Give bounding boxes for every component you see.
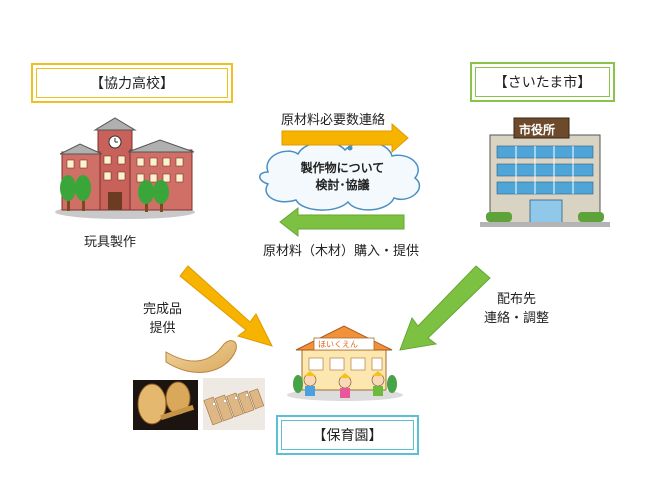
school-building-icon [55,117,195,219]
finished-product-line1: 完成品 [143,302,183,317]
hoikuen-box: 【保育園】 [276,415,419,455]
material-supply-arrow [279,206,405,238]
material-contact-label: 原材料必要数連絡 [281,113,386,128]
material-purchase-label: 原材料（木材）購入・提供 [263,244,420,259]
finished-product-line2: 提供 [149,321,176,336]
cloud-line2: 検討･協議 [315,178,370,192]
wooden-curve-toy [165,340,237,373]
distribution-label: 配布先 連絡・調整 [484,290,549,328]
saitama-city-label: 【さいたま市】 [493,75,592,91]
city-hall-icon [480,117,610,227]
material-contact-arrow [281,122,409,154]
finished-product-arrow [179,265,273,347]
cloud-line1: 製作物について [300,161,385,175]
distribution-arrow [399,265,491,351]
hoikuen-label: 【保育園】 [312,428,383,444]
city-hall-sign: 市役所 [519,123,556,137]
toy-making-label: 玩具製作 [84,235,137,250]
kyoryoku-koko-label: 【協力高校】 [90,76,174,92]
nursery-sign: ほいくえん [318,340,358,349]
distribution-line1: 配布先 [497,292,537,307]
wooden-toy-photo-1 [133,380,198,430]
cloud-text: 製作物について 検討･協議 [290,160,395,194]
distribution-line2: 連絡・調整 [484,311,550,326]
nursery-building-icon [287,325,403,401]
xylophone-photo [203,378,265,430]
finished-product-label: 完成品 提供 [143,300,182,338]
